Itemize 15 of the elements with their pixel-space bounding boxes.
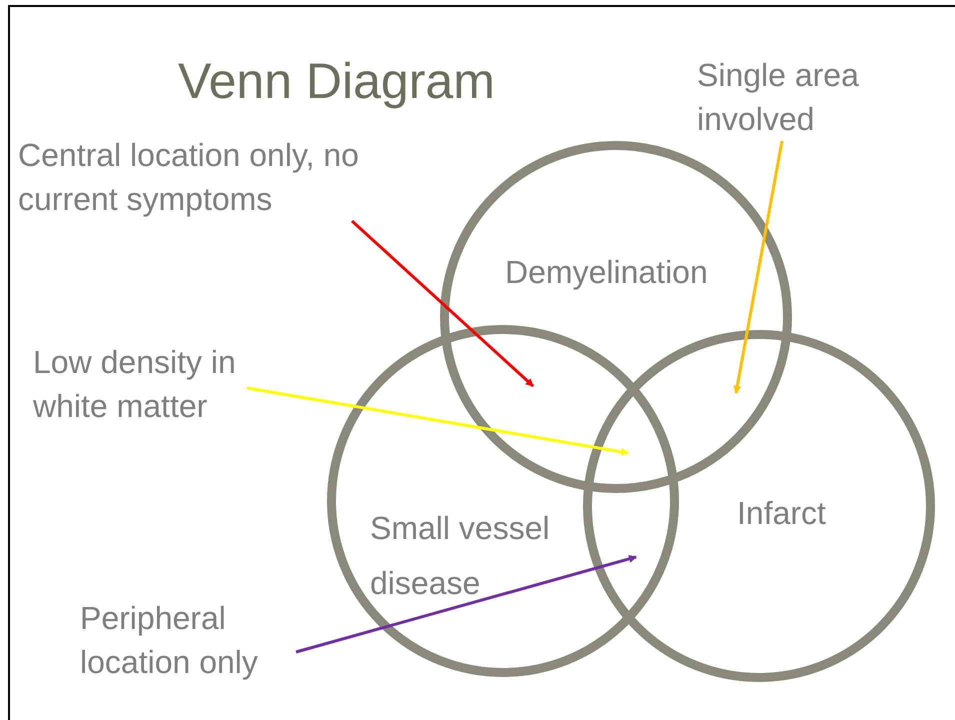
callout-text: Single area involved	[697, 53, 907, 141]
callout-text: Central location only, no current symptoms	[18, 133, 448, 221]
title: Venn Diagram	[178, 52, 495, 110]
callout-text: Low density in white matter	[33, 340, 245, 428]
set-label: Infarct	[737, 494, 827, 533]
leader-arrow	[733, 140, 784, 394]
callout-text: Peripheral location only	[80, 596, 315, 684]
venn-circle	[583, 330, 935, 682]
venn-circle	[327, 325, 679, 677]
set-label: Small vessel disease	[370, 509, 551, 603]
leader-arrow	[246, 386, 629, 456]
leader-arrow	[350, 220, 534, 388]
leader-arrow	[296, 555, 637, 654]
set-label: Demyelination	[505, 253, 709, 292]
venn-circle	[440, 141, 792, 493]
